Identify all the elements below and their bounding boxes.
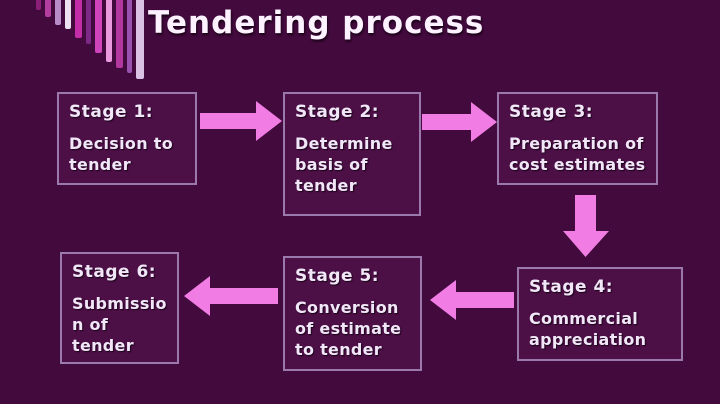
stage-3-heading: Stage 3: (509, 102, 594, 122)
stage-4-box: Stage 4: Commercial appreciation (517, 267, 683, 361)
arrow-stage4-to-stage5-icon (430, 280, 514, 320)
page-title: Tendering process (148, 5, 485, 41)
corner-stripes-decoration (36, 0, 144, 79)
stage-1-box: Stage 1: Decision to tender (57, 92, 197, 185)
stage-2-heading: Stage 2: (295, 102, 380, 122)
stage-5-body: Conversion of estimate to tender (295, 298, 402, 360)
down-arrow-shape (563, 195, 609, 257)
stripe-bar (65, 0, 71, 29)
stripe-bar (95, 0, 102, 53)
stage-6-heading: Stage 6: (72, 262, 157, 282)
stripe-bar (55, 0, 61, 25)
stage-3-box: Stage 3: Preparation of cost estimates (497, 92, 658, 185)
arrow-stage2-to-stage3-icon (422, 102, 497, 142)
stripe-bar (106, 0, 112, 62)
right-arrow-shape (200, 101, 282, 141)
left-arrow-shape (184, 276, 278, 316)
stage-2-box: Stage 2: Determine basis of tender (283, 92, 421, 216)
arrow-stage1-to-stage2-icon (200, 101, 282, 141)
stripe-bar (127, 0, 132, 73)
stage-6-body: Submissio n of tender (72, 294, 167, 356)
arrow-stage5-to-stage6-icon (184, 276, 278, 316)
left-arrow-shape (430, 280, 514, 320)
arrow-stage3-to-stage4-icon (563, 195, 609, 257)
stage-6-box: Stage 6: Submissio n of tender (60, 252, 179, 364)
stage-1-heading: Stage 1: (69, 102, 154, 122)
stage-5-box: Stage 5: Conversion of estimate to tende… (283, 256, 422, 371)
right-arrow-shape (422, 102, 497, 142)
stripe-bar (86, 0, 91, 44)
stage-5-heading: Stage 5: (295, 266, 380, 286)
stage-4-heading: Stage 4: (529, 277, 614, 297)
stage-3-body: Preparation of cost estimates (509, 134, 646, 175)
stage-4-body: Commercial appreciation (529, 309, 647, 350)
stage-1-body: Decision to tender (69, 134, 174, 175)
stripe-bar (116, 0, 123, 68)
stripe-bar (136, 0, 144, 79)
stripe-bar (75, 0, 82, 38)
stage-2-body: Determine basis of tender (295, 134, 393, 196)
stripe-bar (45, 0, 51, 17)
stripe-bar (36, 0, 41, 10)
